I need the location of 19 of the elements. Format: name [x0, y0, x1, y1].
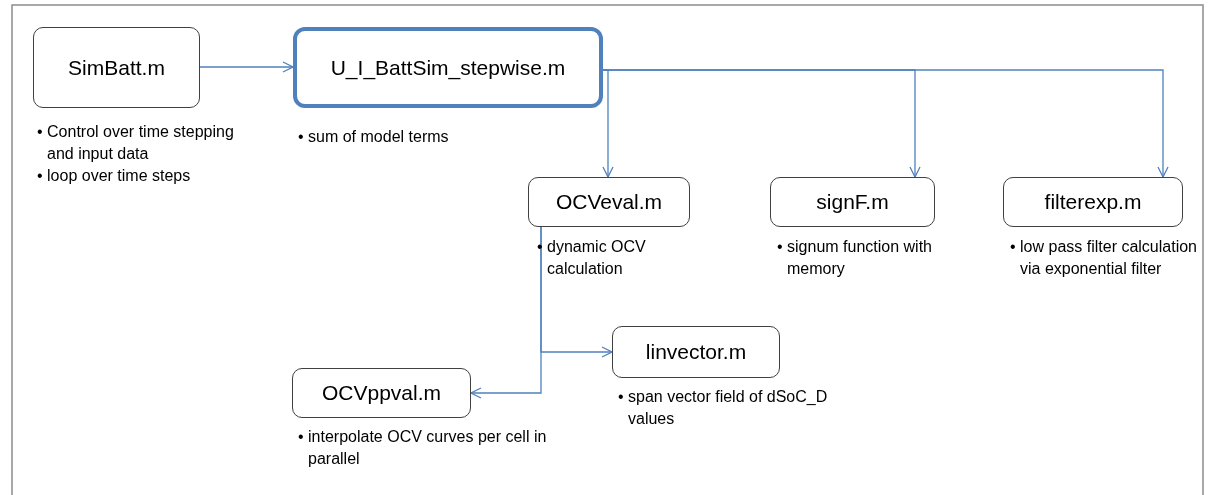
file-box: linvector.m: [612, 326, 780, 378]
bullet-note: • Control over time stepping and input data: [37, 122, 235, 164]
file-box: OCVppval.m: [292, 368, 471, 418]
bullet-note: • signum function with memory: [777, 237, 933, 279]
arrow: [602, 69, 1169, 178]
arrow: [199, 61, 294, 73]
bullet-note: • sum of model terms: [298, 127, 450, 147]
bullet-note: • span vector field of dSoC_D values: [618, 387, 828, 429]
file-box: signF.m: [770, 177, 935, 227]
bullet-note: • low pass filter calculation via exponential filter: [1010, 237, 1198, 279]
file-box: SimBatt.m: [33, 27, 200, 108]
arrow: [602, 69, 614, 178]
bullet-note: • interpolate OCV curves per cell in parallel: [298, 427, 548, 469]
file-box: OCVeval.m: [528, 177, 690, 227]
bullet-note: • loop over time steps: [37, 166, 192, 186]
bullet-note: • dynamic OCV calculation: [537, 237, 647, 279]
file-box: U_I_BattSim_stepwise.m: [293, 27, 603, 108]
arrow: [540, 226, 613, 358]
file-box: filterexp.m: [1003, 177, 1183, 227]
